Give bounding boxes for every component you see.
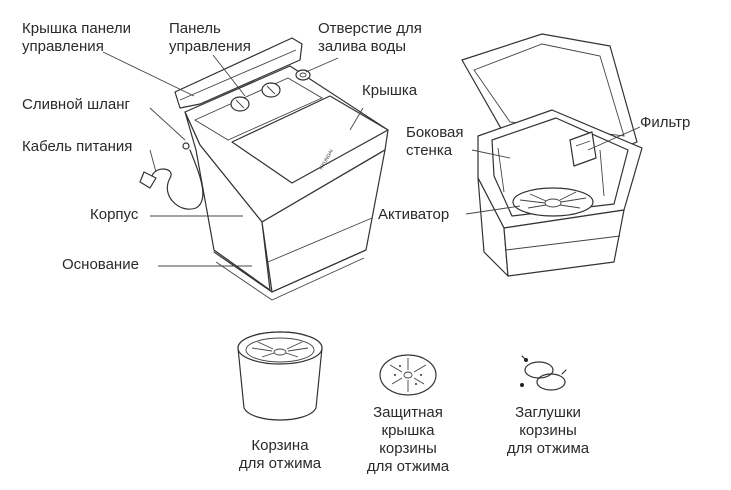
label-side-wall-line2: стенка <box>406 142 453 159</box>
label-basket-plugs: Заглушки корзины для отжима <box>488 404 608 458</box>
label-basket-plugs-line2: корзины <box>519 422 577 439</box>
label-control-panel-line1: Панель <box>169 20 221 37</box>
power-cable-shape <box>151 149 204 210</box>
washer-open-illustration <box>461 33 643 277</box>
leader-lines-right <box>465 126 641 215</box>
drain-hose-connector <box>182 142 190 150</box>
label-power-cable: Кабель питания <box>22 138 133 155</box>
label-drain-hose: Сливной шланг <box>22 96 130 113</box>
label-lid: Крышка <box>362 82 418 99</box>
lid-shape <box>231 95 389 184</box>
label-protective-cover-line1: Защитная <box>373 404 443 421</box>
water-inlet-shape <box>295 69 311 81</box>
label-protective-cover-line2: крышка <box>381 422 435 439</box>
label-panel-cover-line1: Крышка панели <box>22 20 132 37</box>
label-protective-cover: Защитная крышка корзины для отжима <box>348 404 468 476</box>
power-plug-shape <box>139 171 157 189</box>
label-water-inlet-line2: залива воды <box>318 38 407 55</box>
label-protective-cover-line3: корзины <box>379 440 437 457</box>
label-water-inlet-line1: Отверстие для <box>318 20 422 37</box>
label-spin-basket-line1: Корзина <box>251 437 309 454</box>
filter-shape <box>569 131 597 167</box>
label-basket-plugs-line1: Заглушки <box>515 404 581 421</box>
label-side-wall-line1: Боковая <box>406 124 464 141</box>
label-body: Корпус <box>90 206 139 223</box>
spin-basket-illustration <box>237 331 323 421</box>
label-control-panel: Панель управления <box>169 20 251 56</box>
protective-cover-illustration <box>379 354 437 396</box>
leader-lines-left <box>102 51 364 267</box>
label-spin-basket-line2: для отжима <box>238 455 322 472</box>
label-panel-cover-line2: управления <box>22 38 104 55</box>
label-water-inlet: Отверстие для залива воды <box>318 20 422 56</box>
label-panel-cover: Крышка панели управления <box>22 20 131 56</box>
label-agitator: Активатор <box>378 206 450 223</box>
agitator-shape <box>512 187 594 217</box>
label-filter: Фильтр <box>640 114 691 131</box>
washer-closed-illustration: HYUNDAI <box>139 37 389 301</box>
panel-cover-shape <box>174 37 303 109</box>
label-spin-basket: Корзина для отжима <box>220 437 340 473</box>
label-control-panel-line2: управления <box>169 38 251 55</box>
label-basket-plugs-line3: для отжима <box>506 440 590 457</box>
label-side-wall: Боковая стенка <box>406 124 464 160</box>
label-protective-cover-line4: для отжима <box>366 458 450 475</box>
basket-plugs-illustration <box>520 355 567 391</box>
label-base: Основание <box>62 256 139 273</box>
